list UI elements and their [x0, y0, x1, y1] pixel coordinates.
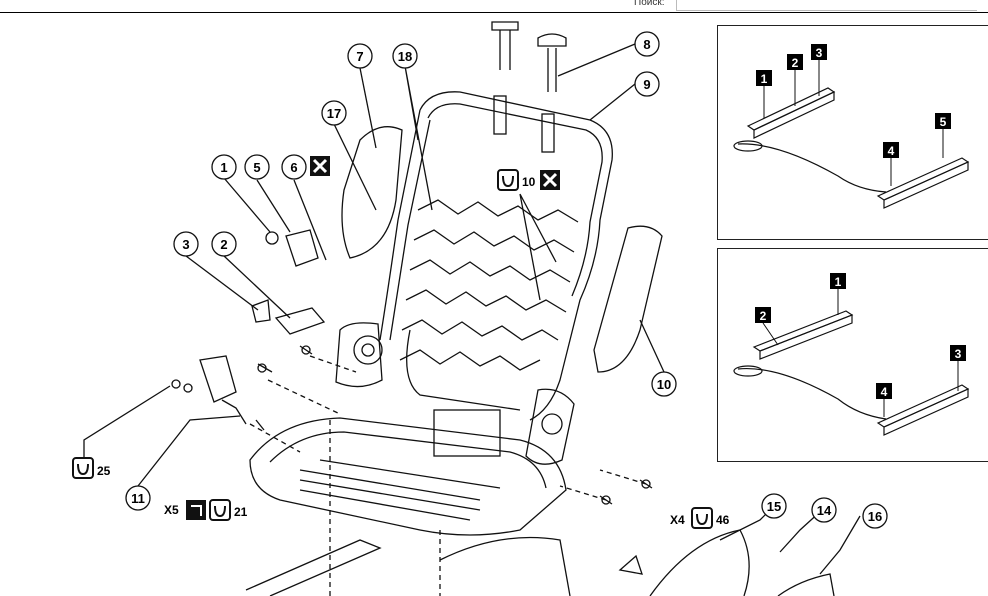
callout-6[interactable]: 6 [281, 154, 307, 180]
inset-bottom-label-1: 1 [830, 273, 846, 289]
inset-top-label-4: 4 [883, 142, 899, 158]
inset-top-label-5: 5 [935, 113, 951, 129]
torque-icon [691, 507, 713, 529]
svg-text:11: 11 [131, 491, 145, 506]
callout-2[interactable]: 2 [211, 231, 237, 257]
replace-cross-icon [540, 170, 560, 190]
torque-icon [497, 169, 519, 191]
svg-text:16: 16 [868, 509, 882, 524]
torque-icon [72, 457, 94, 479]
svg-text:10: 10 [657, 377, 671, 392]
svg-text:2: 2 [792, 56, 799, 70]
callout-5[interactable]: 5 [244, 154, 270, 180]
inset-top-label-2: 2 [787, 54, 803, 70]
svg-text:4: 4 [881, 385, 888, 399]
callout-16[interactable]: 16 [862, 503, 888, 529]
svg-text:3: 3 [955, 347, 962, 361]
inset-bottom-label-2: 2 [755, 307, 771, 323]
svg-text:1: 1 [220, 160, 227, 175]
callout-15[interactable]: 15 [761, 493, 787, 519]
inset-top-rails: 1 2 3 4 5 [733, 44, 970, 209]
inset-top-label-3: 3 [811, 44, 827, 60]
svg-text:14: 14 [817, 503, 832, 518]
svg-text:2: 2 [220, 237, 227, 252]
svg-text:1: 1 [835, 275, 842, 289]
callout-9[interactable]: 9 [634, 71, 660, 97]
callout-1[interactable]: 1 [211, 154, 237, 180]
callout-18[interactable]: 18 [392, 43, 418, 69]
svg-text:9: 9 [643, 77, 650, 92]
callout-group: 7 18 17 1 5 6 3 2 8 9 10 11 15 14 16 [125, 31, 888, 529]
svg-text:5: 5 [940, 115, 947, 129]
thread-lock-icon [186, 500, 206, 520]
inset-bottom: 1 2 3 4 [717, 248, 988, 462]
svg-text:15: 15 [767, 499, 781, 514]
svg-text:1: 1 [761, 72, 768, 86]
quantity-x4: X4 [670, 513, 685, 527]
torque-value-46: 46 [716, 513, 730, 527]
torque-value-25: 25 [97, 464, 111, 478]
svg-text:17: 17 [327, 106, 341, 121]
torque-icon [209, 499, 231, 521]
svg-text:5: 5 [253, 160, 260, 175]
svg-text:6: 6 [290, 160, 297, 175]
search-input[interactable] [676, 0, 977, 11]
svg-text:3: 3 [182, 237, 189, 252]
inset-bottom-label-3: 3 [950, 345, 966, 361]
svg-text:18: 18 [398, 49, 412, 64]
torque-value-21: 21 [234, 505, 248, 519]
inset-top: 1 2 3 4 5 [717, 25, 988, 240]
callout-10[interactable]: 10 [651, 371, 677, 397]
callout-7[interactable]: 7 [347, 43, 373, 69]
callout-14[interactable]: 14 [811, 497, 837, 523]
inset-bottom-rails: 1 2 3 4 [733, 273, 970, 436]
top-bar: Поиск: [0, 0, 988, 13]
replace-cross-icon [310, 156, 330, 176]
svg-text:7: 7 [356, 49, 363, 64]
svg-text:8: 8 [643, 37, 650, 52]
quantity-x5: X5 [164, 503, 179, 517]
svg-text:2: 2 [760, 309, 767, 323]
inset-top-label-1: 1 [756, 70, 772, 86]
search-label: Поиск: [634, 0, 665, 8]
callout-8[interactable]: 8 [634, 31, 660, 57]
inset-bottom-label-4: 4 [876, 383, 892, 399]
callout-3[interactable]: 3 [173, 231, 199, 257]
svg-text:4: 4 [888, 144, 895, 158]
callout-17[interactable]: 17 [321, 100, 347, 126]
torque-value-10: 10 [522, 175, 536, 189]
svg-text:3: 3 [816, 46, 823, 60]
callout-11[interactable]: 11 [125, 485, 151, 511]
